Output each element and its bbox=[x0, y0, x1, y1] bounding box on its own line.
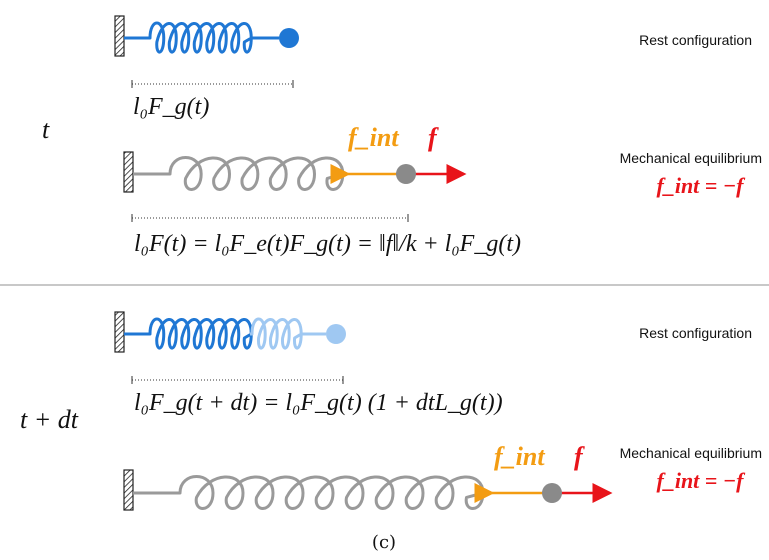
bottom-section: t + dt Rest configuration l₀F_g(t + dt) … bbox=[20, 311, 762, 511]
bottom-stretched-spring bbox=[123, 469, 613, 511]
bottom-equilibrium-title: Mechanical equilibrium bbox=[620, 445, 762, 461]
hatched-wall-icon bbox=[123, 469, 134, 511]
hatched-wall-icon bbox=[114, 311, 125, 353]
spring-icon bbox=[124, 21, 279, 54]
top-rest-spring bbox=[114, 15, 299, 57]
bottom-rest-label: Rest configuration bbox=[639, 325, 752, 341]
spring-icon bbox=[124, 317, 253, 350]
top-rest-label: Rest configuration bbox=[639, 32, 752, 48]
mass-ball-icon bbox=[326, 324, 346, 344]
mass-ball-icon bbox=[396, 164, 416, 184]
bottom-f-int-label: f_int bbox=[494, 442, 545, 471]
top-equilibrium-equation: f_int = −f bbox=[657, 173, 747, 198]
top-equilibrium-title: Mechanical equilibrium bbox=[620, 150, 762, 166]
figure-caption: (c) bbox=[372, 532, 396, 553]
bottom-time-label: t + dt bbox=[20, 405, 79, 434]
spring-icon bbox=[133, 156, 345, 191]
mass-ball-icon bbox=[542, 483, 562, 503]
spring-icon bbox=[133, 475, 490, 510]
top-rest-length-label: l₀F_g(t) bbox=[133, 94, 209, 120]
top-length-equation: l₀F(t) = l₀F_e(t)F_g(t) = ‖f‖/k + l₀F_g(… bbox=[134, 231, 521, 257]
bottom-growth-equation: l₀F_g(t + dt) = l₀F_g(t) (1 + dtL_g(t)) bbox=[134, 390, 503, 416]
bottom-equilibrium-equation: f_int = −f bbox=[657, 468, 747, 493]
spring-growth-icon bbox=[250, 317, 326, 350]
top-f-int-label: f_int bbox=[348, 123, 399, 152]
top-time-label: t bbox=[42, 115, 50, 144]
top-stretched-spring bbox=[123, 151, 467, 193]
mass-ball-icon bbox=[279, 28, 299, 48]
hatched-wall-icon bbox=[123, 151, 134, 193]
hatched-wall-icon bbox=[114, 15, 125, 57]
bottom-f-label: f bbox=[574, 442, 585, 471]
bottom-rest-spring bbox=[114, 311, 346, 353]
top-f-label: f bbox=[428, 123, 439, 152]
top-section: t Rest configuration l₀F_g(t) f_int f Me… bbox=[42, 15, 762, 257]
